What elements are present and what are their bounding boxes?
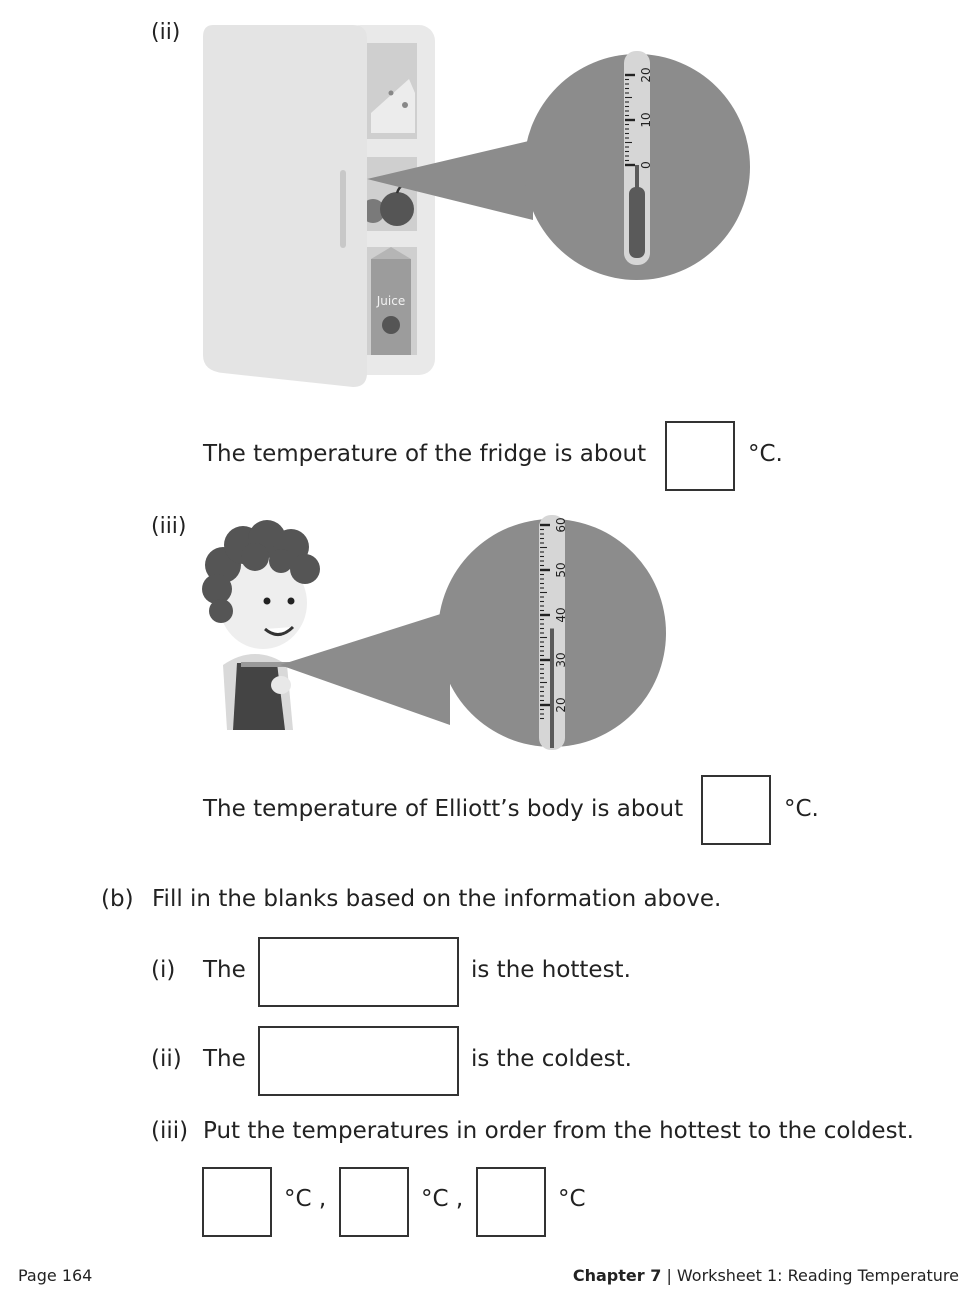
- order-item-label: (iii): [151, 1118, 189, 1144]
- body-question-text: The temperature of Elliott’s body is abo…: [203, 796, 684, 822]
- fridge-illustration: Juice 0 10 20: [203, 25, 750, 387]
- magnifier-pointer: [280, 611, 450, 725]
- fridge-thermometer: 0 10 20: [624, 51, 653, 265]
- body-thermometer: 20 30 40 50 60: [539, 515, 568, 750]
- juice-carton-top: [371, 247, 411, 259]
- worksheet-title: Worksheet 1: Reading Temperature: [676, 1266, 959, 1285]
- thermometer-tick-label: 0: [639, 161, 653, 169]
- body-unit: °C.: [784, 796, 819, 822]
- thermometer-tick-label: 10: [639, 112, 653, 127]
- order-unit-1: °C ,: [284, 1186, 327, 1212]
- fridge-answer-box[interactable]: [665, 421, 735, 491]
- hottest-text-after: is the hottest.: [471, 957, 631, 983]
- elliott-eye: [263, 597, 271, 605]
- thermometer-tick-label: 40: [554, 607, 568, 622]
- cheese-shape: [371, 79, 415, 133]
- elliott-hand: [271, 676, 291, 694]
- fridge-handle: [340, 170, 346, 248]
- elliott-face: [219, 557, 307, 649]
- thermometer-tick-label: 20: [554, 697, 568, 712]
- order-answer-box-3[interactable]: [476, 1167, 546, 1237]
- coldest-text-after: is the coldest.: [471, 1046, 632, 1072]
- order-answer-box-1[interactable]: [202, 1167, 272, 1237]
- thermometer-tick-label: 60: [554, 517, 568, 532]
- hottest-item-label: (i): [151, 957, 176, 983]
- body-answer-box[interactable]: [701, 775, 771, 845]
- page-number: Page 164: [18, 1266, 93, 1285]
- footer-divider: |: [666, 1266, 672, 1285]
- thermometer-mercury: [550, 628, 554, 748]
- juice-label: Juice: [376, 294, 405, 308]
- fridge-question-text: The temperature of the fridge is about: [203, 441, 647, 467]
- elliott-thermometer: [241, 662, 315, 667]
- hottest-answer-box[interactable]: [258, 937, 459, 1007]
- body-item-label: (iii): [151, 514, 187, 539]
- fridge-item-label: (ii): [151, 20, 181, 45]
- chapter-title: Chapter 7: [572, 1266, 662, 1285]
- part-b-label: (b): [101, 886, 134, 912]
- cheese-hole: [402, 102, 408, 108]
- order-unit-2: °C ,: [421, 1186, 464, 1212]
- coldest-item-label: (ii): [151, 1046, 182, 1072]
- elliott-overalls: [233, 663, 285, 730]
- juice-carton: [371, 259, 411, 355]
- thermometer-mercury: [635, 165, 639, 193]
- elliott-smile: [264, 625, 295, 636]
- apple-right: [380, 192, 414, 226]
- juice-fruit-icon: [382, 316, 400, 334]
- elliott-illustration: 20 30 40 50 60: [202, 515, 666, 750]
- coldest-answer-box[interactable]: [258, 1026, 459, 1096]
- magnifier-pointer: [367, 140, 533, 220]
- chapter-footer: Chapter 7 | Worksheet 1: Reading Tempera…: [573, 1266, 959, 1285]
- order-instruction: Put the temperatures in order from the h…: [203, 1118, 914, 1144]
- thermometer-tick-label: 20: [639, 67, 653, 82]
- part-b-instruction: Fill in the blanks based on the informat…: [152, 886, 722, 912]
- elliott-eye: [287, 597, 295, 605]
- order-answer-box-2[interactable]: [339, 1167, 409, 1237]
- cheese-hole: [388, 90, 394, 96]
- elliott-hair: [202, 520, 320, 623]
- thermometer-tick-label: 30: [554, 652, 568, 667]
- thermometer-bulb: [629, 187, 645, 258]
- hottest-text-before: The: [203, 957, 246, 983]
- fridge-unit: °C.: [748, 441, 783, 467]
- coldest-text-before: The: [203, 1046, 246, 1072]
- fridge-door: [203, 25, 367, 387]
- thermometer-tick-label: 50: [554, 562, 568, 577]
- order-unit-3: °C: [558, 1186, 586, 1212]
